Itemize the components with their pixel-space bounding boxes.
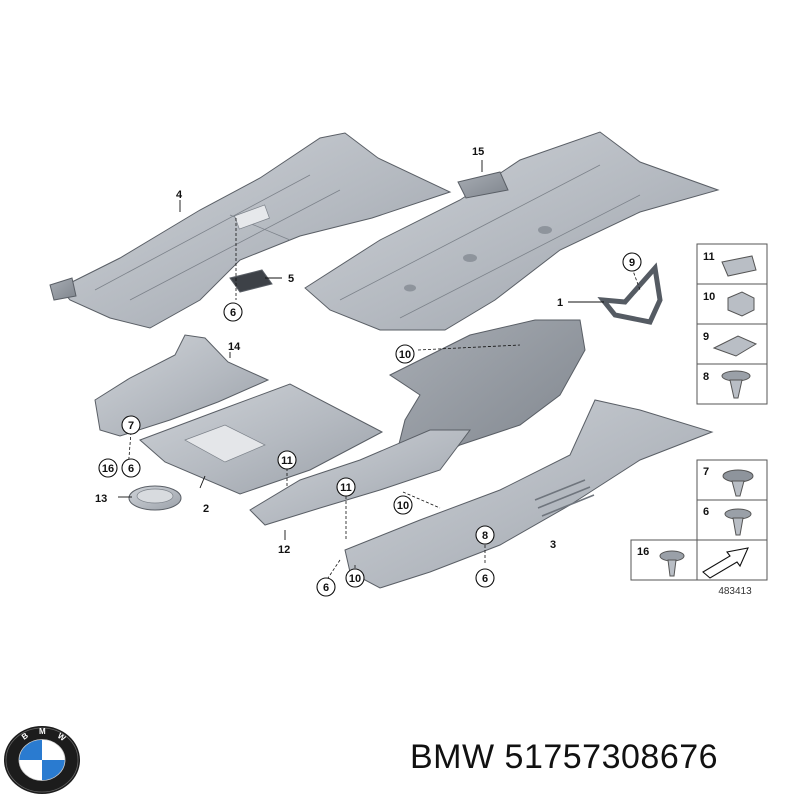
cap-part-13 [128,485,182,511]
svg-text:8: 8 [482,530,488,542]
bracket-part-1 [597,262,663,325]
part-label-5: 5 [288,273,294,285]
svg-text:6: 6 [230,307,236,319]
logo-letter-w: W [56,731,68,743]
callout-8: 8 [475,525,495,545]
panel-part-15 [304,131,720,331]
panel-part-12 [249,429,471,526]
callout-10-c: 10 [345,568,365,588]
svg-text:6: 6 [323,582,329,594]
callout-9: 9 [622,252,642,272]
svg-text:6: 6 [128,463,134,475]
footer-part-number: 51757308676 [504,738,719,776]
svg-text:10: 10 [397,500,409,512]
diagram-id: 483413 [718,586,752,597]
callout-16-left: 16 [98,458,118,478]
part-label-14: 14 [228,341,241,353]
footer-caption: BMW 51757308676 [410,738,718,777]
callout-10-a: 10 [395,344,415,364]
callout-11-b: 11 [336,477,356,497]
svg-text:16: 16 [102,463,114,475]
part-label-15: 15 [472,146,484,158]
panel-part-2 [139,383,384,495]
legend-label-10: 10 [703,291,715,303]
svg-text:11: 11 [340,482,352,494]
part-label-2: 2 [203,503,209,515]
legend-label-6: 6 [703,506,709,518]
bracket-part-5 [229,269,273,293]
callout-10-b: 10 [393,495,413,515]
svg-text:11: 11 [281,455,293,467]
logo-letter-b: B [20,731,30,742]
legend-label-11: 11 [703,251,715,263]
logo-letter-m: M [39,727,46,736]
legend-label-7: 7 [703,466,709,478]
panel-part-14 [94,334,270,437]
leader-lines [118,160,641,579]
callout-6-b: 6 [121,458,141,478]
part-label-3: 3 [550,539,556,551]
panel-part-3 [344,399,714,589]
legend-top-group: 11 10 9 8 [696,243,768,405]
legend-corner-group: 16 [630,539,768,581]
callout-6-a: 6 [223,302,243,322]
callout-6-d: 6 [316,577,336,597]
part-label-12: 12 [278,544,290,556]
direction-arrow-icon [702,547,749,579]
panel-part-4 [49,132,452,329]
svg-text:10: 10 [349,573,361,585]
legend-label-16: 16 [637,546,649,558]
part-label-4: 4 [176,189,183,201]
bmw-logo: B M W [4,726,80,794]
svg-text:7: 7 [128,420,134,432]
legend-label-8: 8 [703,371,709,383]
svg-text:10: 10 [399,349,411,361]
part-label-13: 13 [95,493,107,505]
callout-11-a: 11 [277,450,297,470]
svg-text:9: 9 [629,257,635,269]
svg-text:6: 6 [482,573,488,585]
legend-bottom-group: 7 6 [696,459,768,541]
legend-label-9: 9 [703,331,709,343]
callout-6-c: 6 [475,568,495,588]
part-label-1: 1 [557,297,563,309]
footer-brand: BMW [410,738,495,776]
callout-7: 7 [121,415,141,435]
